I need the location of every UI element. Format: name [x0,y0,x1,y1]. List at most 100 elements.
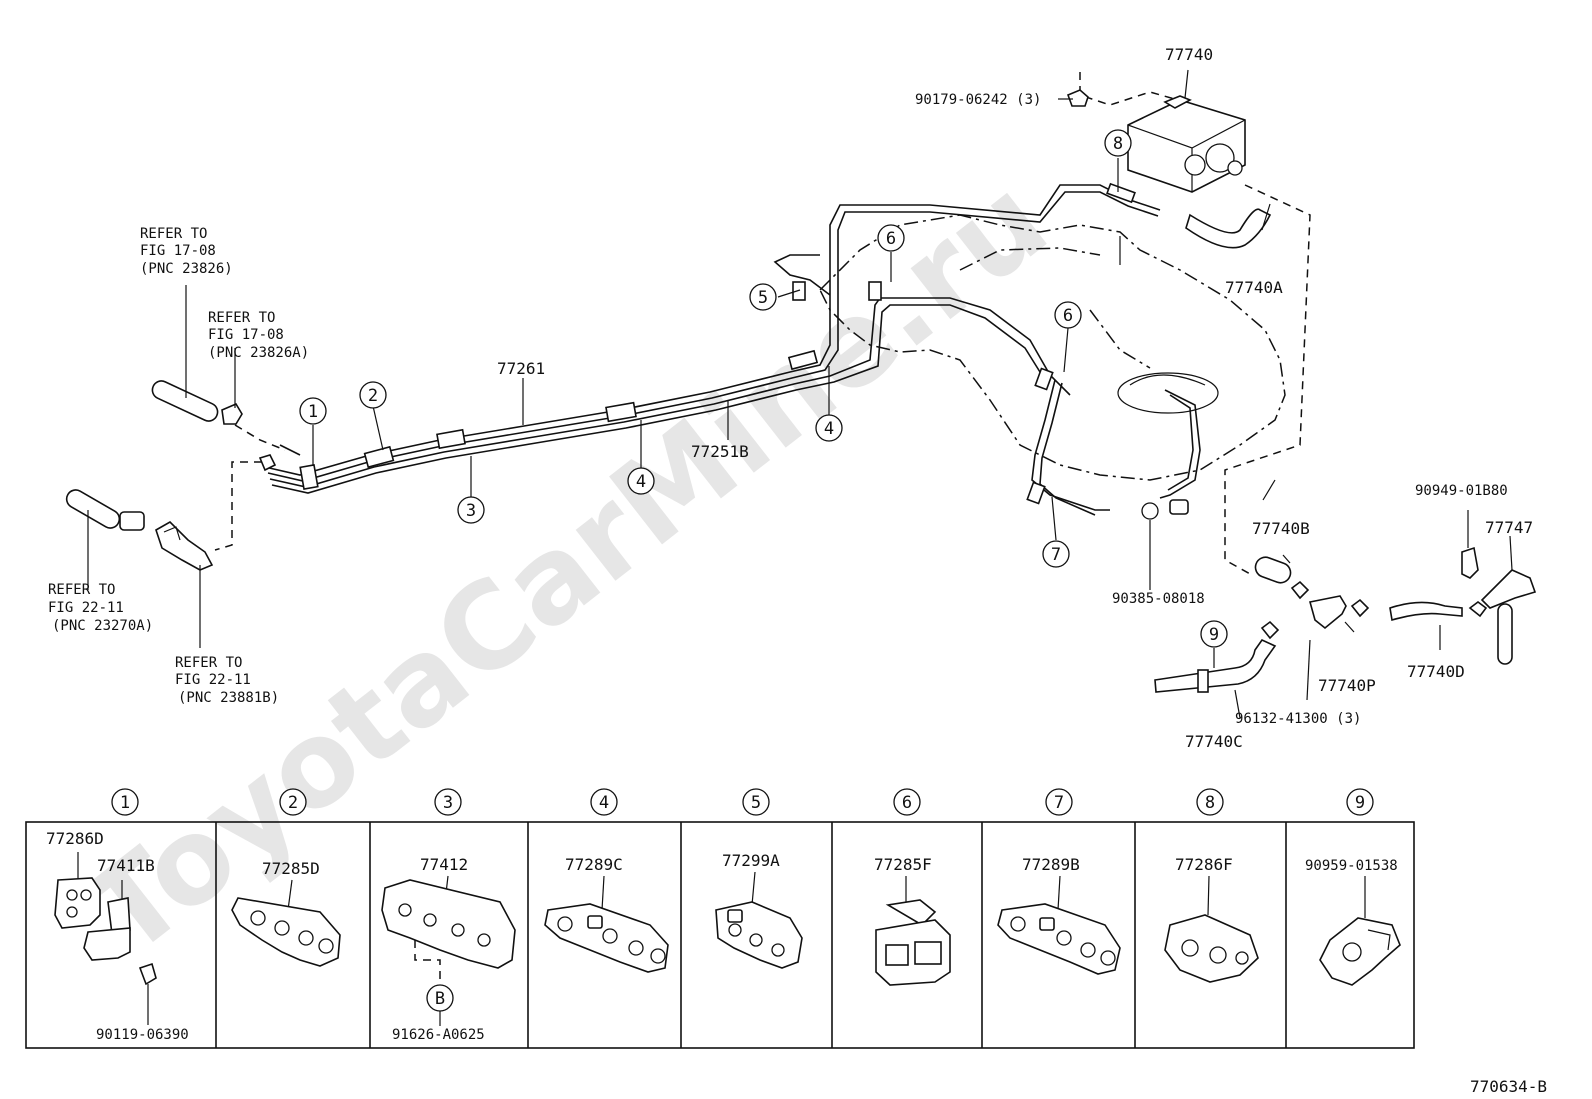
panel-8-clamp [1164,875,1259,983]
gasket-ring [1141,502,1159,520]
svg-text:(PNC 23270A): (PNC 23270A) [52,618,153,634]
svg-text:2: 2 [368,386,378,406]
panel-4-header: 4 [590,788,618,816]
callout-4-b: 4 [815,414,843,442]
panel-5-part-77299a: 77299A [722,851,780,870]
charcoal-canister [1127,95,1246,193]
callout-3-a: 3 [457,496,485,524]
panel-1-clamp [54,852,157,1025]
svg-text:FIG 17-08: FIG 17-08 [208,327,284,343]
svg-text:B: B [435,989,445,1009]
right-side-hoses [1154,546,1537,693]
label-77261: 77261 [497,359,545,378]
svg-text:REFER TO: REFER TO [48,582,115,598]
svg-text:7: 7 [1051,545,1061,565]
panel-3-header: 3 [434,788,462,816]
label-96132-41300: 96132-41300 (3) [1235,711,1361,727]
panel-3-b-marker: B [426,984,454,1012]
tube-clamps [299,182,1136,505]
leader-lines [87,69,1513,719]
svg-text:6: 6 [902,793,912,813]
panel-7-header: 7 [1045,788,1073,816]
svg-text:REFER TO: REFER TO [140,226,207,242]
svg-text:5: 5 [758,288,768,308]
label-77740: 77740 [1165,45,1213,64]
panel-2-clamp [231,879,341,967]
canister-bolt-line [1079,72,1179,106]
panel-5-header: 5 [742,788,770,816]
refer-note-2: REFER TO FIG 17-08 (PNC 23826A) [208,310,309,361]
svg-text:4: 4 [824,419,834,439]
panel-9-header: 9 [1346,788,1374,816]
refer-note-4: REFER TO FIG 22-11 (PNC 23881B) [175,655,279,706]
label-canister-bolt: 90179-06242 (3) [915,92,1041,108]
callout-6-a: 6 [877,224,905,252]
panel-1-part-77286d: 77286D [46,829,104,848]
svg-text:FIG 22-11: FIG 22-11 [175,672,251,688]
svg-text:8: 8 [1113,134,1123,154]
panel-2-header: 2 [279,788,307,816]
svg-text:(PNC 23826A): (PNC 23826A) [208,345,309,361]
panel-1-part-90119-06390: 90119-06390 [96,1027,189,1043]
label-90385-08018: 90385-08018 [1112,591,1205,607]
panel-7-part-77289b: 77289B [1022,855,1080,874]
label-90949-01b80: 90949-01B80 [1415,483,1508,499]
callout-1-a: 1 [299,397,327,425]
callout-5-a: 5 [749,283,777,311]
svg-text:2: 2 [288,793,298,813]
svg-text:6: 6 [886,229,896,249]
panel-3-part-77412: 77412 [420,855,468,874]
svg-text:1: 1 [120,793,130,813]
refer-note-1: REFER TO FIG 17-08 (PNC 23826) [140,226,233,277]
panel-7-clamp [997,875,1121,975]
fuel-tube-bundle [264,184,1201,516]
svg-text:3: 3 [466,501,476,521]
tank-fitting [1169,499,1189,515]
label-77740c: 77740C [1185,732,1243,751]
svg-text:5: 5 [751,793,761,813]
svg-text:(PNC 23881B): (PNC 23881B) [178,690,279,706]
callout-2-a: 2 [359,381,387,409]
label-77251b: 77251B [691,442,749,461]
callout-7-a: 7 [1042,540,1070,568]
panel-6-clamp [875,876,951,986]
figure-code: 770634-B [1470,1077,1547,1096]
canister-bolt [1066,89,1089,107]
panel-1-header: 1 [111,788,139,816]
panel-6-header: 6 [893,788,921,816]
svg-text:REFER TO: REFER TO [175,655,242,671]
svg-text:REFER TO: REFER TO [208,310,275,326]
hose-77740a [1185,208,1272,249]
panel-9-clamp [1319,876,1401,986]
svg-text:6: 6 [1063,306,1073,326]
callout-9-a: 9 [1200,620,1228,648]
callout-6-b: 6 [1054,301,1082,329]
refer-note-3: REFER TO FIG 22-11 (PNC 23270A) [48,582,153,634]
svg-text:4: 4 [599,793,609,813]
svg-text:(PNC 23826): (PNC 23826) [140,261,233,277]
label-77747: 77747 [1485,518,1533,537]
panel-3-part-91626-a0625: 91626-A0625 [392,1027,485,1043]
panel-3-clamp [381,875,516,985]
vent-route-line [1224,184,1311,576]
svg-text:FIG 17-08: FIG 17-08 [140,243,216,259]
svg-text:FIG 22-11: FIG 22-11 [48,600,124,616]
callout-4-a: 4 [627,467,655,495]
label-77740d: 77740D [1407,662,1465,681]
panel-9-part-90959-01538: 90959-01538 [1305,858,1398,874]
panel-4-part-77289c: 77289C [565,855,623,874]
svg-text:9: 9 [1209,625,1219,645]
fuel-tank-outline [819,214,1286,481]
svg-text:9: 9 [1355,793,1365,813]
svg-text:7: 7 [1054,793,1064,813]
panel-5-clamp [715,871,803,969]
svg-text:4: 4 [636,472,646,492]
panel-8-part-77286f: 77286F [1175,855,1233,874]
label-77740b: 77740B [1252,519,1310,538]
panel-8-header: 8 [1196,788,1224,816]
clamp-panels [25,821,1415,1049]
label-77740p: 77740P [1318,676,1376,695]
panel-6-part-77285f: 77285F [874,855,932,874]
panel-2-part-77285d: 77285D [262,859,320,878]
